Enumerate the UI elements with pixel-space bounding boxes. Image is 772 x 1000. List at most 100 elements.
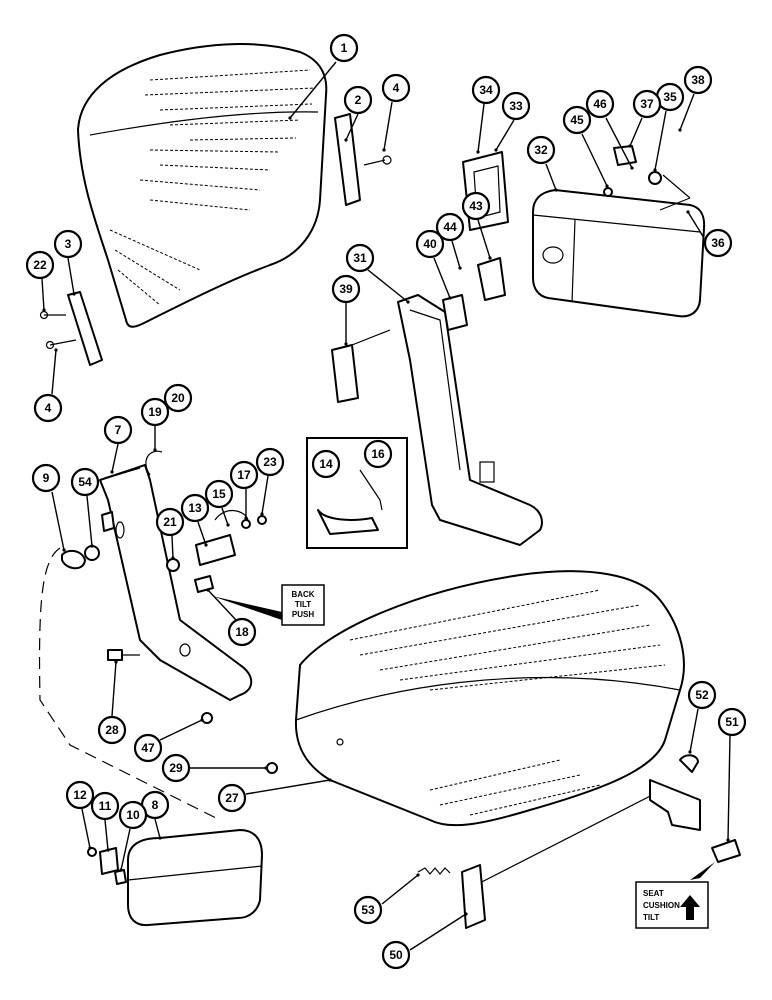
callout-36: 36 [703, 228, 733, 258]
armrest-cushion-right [532, 189, 706, 318]
leader-line-51 [727, 735, 731, 841]
seat-tilt-bar [461, 754, 701, 929]
callout-number-15: 15 [212, 487, 226, 501]
tilt-knob-51 [711, 839, 741, 863]
dashed-link-line [38, 547, 221, 821]
callout-circle-14 [311, 449, 341, 479]
callout-9: 9 [31, 463, 61, 493]
callout-number-34: 34 [479, 83, 493, 97]
callout-number-20: 20 [171, 391, 185, 405]
callout-circle-40 [415, 229, 445, 259]
leader-tip-7 [110, 470, 114, 474]
callout-circle-7 [103, 415, 133, 445]
armrest-frame-left [99, 464, 253, 701]
back-tilt-pointer [212, 596, 282, 620]
callout-number-27: 27 [225, 791, 239, 805]
hardware-9-54 [61, 511, 115, 570]
plate-39 [331, 329, 391, 403]
callout-3: 3 [53, 229, 83, 259]
leader-line-34 [477, 103, 485, 153]
callout-52: 52 [687, 680, 717, 710]
leader-line-28 [111, 661, 117, 717]
leader-line-46 [605, 117, 633, 169]
leader-line-27 [245, 779, 331, 795]
callout-number-47: 47 [141, 741, 155, 755]
callout-number-18: 18 [235, 625, 249, 639]
leader-line-37 [629, 117, 643, 147]
callout-number-33: 33 [509, 99, 523, 113]
callout-33: 33 [501, 91, 531, 121]
callout-4b: 4 [33, 393, 63, 423]
callout-18: 18 [227, 617, 257, 647]
leader-line-33 [495, 119, 515, 151]
callout-number-43: 43 [469, 199, 483, 213]
callout-number-44: 44 [443, 220, 457, 234]
callout-circle-50 [381, 940, 411, 970]
callout-circle-46 [585, 89, 615, 119]
callout-circle-10 [118, 800, 148, 830]
callout-11: 11 [90, 791, 120, 821]
callout-39: 39 [331, 274, 361, 304]
leader-tip-54 [90, 544, 94, 548]
leader-tip-23 [260, 512, 264, 516]
callout-number-23: 23 [263, 455, 277, 469]
callout-45: 45 [562, 105, 592, 135]
leader-line-12 [81, 808, 91, 849]
callout-group: 1234478910111213141516171819202122232728… [25, 33, 747, 970]
callout-1: 1 [329, 33, 359, 63]
callout-circle-37 [632, 89, 662, 119]
callout-54: 54 [70, 467, 100, 497]
callout-circle-19 [140, 397, 170, 427]
callout-circle-3 [53, 229, 83, 259]
callout-circle-2 [343, 85, 373, 115]
leader-line-43 [477, 219, 491, 259]
callout-number-40: 40 [423, 237, 437, 251]
leader-line-8 [154, 818, 161, 839]
seat-cushion-tilt-label: SEAT CUSHION TILT [635, 881, 709, 929]
hardware-10-12 [87, 847, 127, 885]
callout-15: 15 [204, 479, 234, 509]
leader-tip-18 [206, 588, 210, 592]
callout-14: 14 [311, 449, 341, 479]
callout-number-35: 35 [663, 90, 677, 104]
callout-circle-53 [353, 895, 383, 925]
callout-12: 12 [65, 780, 95, 810]
armrest-cushion-left [127, 829, 263, 927]
leader-line-1 [289, 61, 337, 119]
leader-line-32 [545, 163, 557, 191]
leader-tip-28 [114, 660, 118, 664]
callout-27: 27 [217, 783, 247, 813]
callout-number-11: 11 [99, 799, 112, 813]
leader-line-23 [261, 475, 269, 515]
leader-line-10 [120, 828, 131, 871]
callout-21: 21 [155, 507, 185, 537]
leader-line-35 [654, 110, 667, 171]
callout-circle-9 [31, 463, 61, 493]
seat-tilt-line2: CUSHION [643, 901, 680, 910]
leader-tip-35 [653, 168, 657, 172]
leader-line-2 [345, 113, 359, 141]
leader-line-13 [197, 521, 207, 546]
leader-tip-22 [42, 308, 46, 312]
leader-line-45 [581, 133, 608, 187]
leader-tip-10 [119, 868, 123, 872]
callout-46: 46 [585, 89, 615, 119]
callout-number-4a: 4 [393, 81, 400, 95]
callout-circle-11 [90, 791, 120, 821]
leader-tip-33 [494, 148, 498, 152]
callout-28: 28 [97, 715, 127, 745]
leader-tip-43 [488, 256, 492, 260]
leader-line-44 [451, 240, 461, 269]
callout-circle-18 [227, 617, 257, 647]
leader-line-52 [689, 708, 699, 753]
armrest-frame-right [397, 294, 543, 546]
callout-circle-27 [217, 783, 247, 813]
callout-number-29: 29 [169, 761, 183, 775]
callout-number-3: 3 [65, 237, 72, 251]
callout-circle-44 [435, 212, 465, 242]
washer-29 [266, 762, 278, 774]
leader-tip-15 [226, 523, 230, 527]
leader-tip-51 [726, 838, 730, 842]
callout-circle-16 [363, 439, 393, 469]
